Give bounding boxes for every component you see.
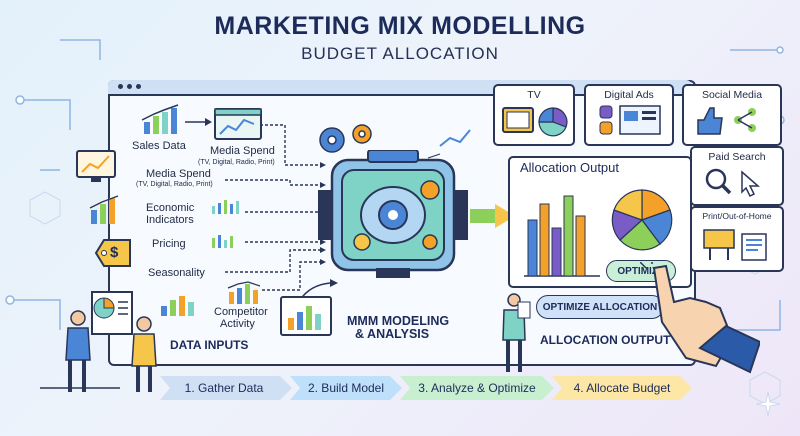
label-competitor: Competitor [214, 306, 268, 318]
pricing-mini-bars [212, 235, 233, 248]
label-media-spend-sub: (TV, Digital, Radio, Print) [136, 181, 213, 188]
bar-chart-icon [161, 296, 194, 316]
analysis-chart-icon [280, 296, 332, 336]
allocation-output-title: Allocation Output [520, 160, 620, 175]
channel-digital-ads-label: Digital Ads [604, 89, 654, 101]
search-icon [705, 168, 760, 198]
economic-mini-bars [212, 200, 239, 214]
page-title: MARKETING MIX MODELLING [214, 12, 586, 40]
price-symbol: $ [110, 244, 119, 261]
label-competitor-2: Activity [220, 318, 255, 330]
person-with-tablet [502, 293, 531, 372]
label-media-spend-top-sub: (TV, Digital, Radio, Print) [198, 159, 275, 166]
step-3-analyze-optimize: 3. Analyze & Optimize [418, 381, 536, 395]
channel-print-ooh-label: Print/Out-of-Home [702, 211, 772, 221]
channel-social-media-label: Social Media [701, 89, 763, 101]
channel-card-paid-search: Paid Search [690, 146, 784, 206]
window-dot [127, 84, 132, 89]
sparkle-icon [756, 392, 780, 416]
label-economic-indicators-2: Indicators [146, 214, 194, 226]
media-spend-monitor-icon [214, 108, 262, 140]
economic-bar-icon [89, 195, 119, 224]
channel-tv-label: TV [527, 89, 541, 101]
allocation-chart [524, 189, 673, 277]
label-economic-indicators: Economic [146, 202, 195, 214]
label-sales-data: Sales Data [132, 140, 186, 152]
step-2-build-model: 2. Build Model [307, 381, 385, 395]
mmm-model-machine [318, 150, 468, 278]
digital-ads-icon [599, 105, 661, 135]
window-dot [136, 84, 141, 89]
page-subtitle: BUDGET ALLOCATION [301, 44, 499, 63]
model-label-2: & ANALYSIS [355, 327, 430, 341]
steps-track [40, 376, 692, 400]
optimize-allocation-button[interactable]: OPTIMIZE ALLOCATION [536, 295, 664, 319]
channel-card-digital-ads: Digital Ads [584, 84, 674, 146]
step-1-gather-data: 1. Gather Data [184, 381, 264, 395]
social-media-icon [697, 107, 756, 135]
billboard-icon [703, 229, 767, 261]
sales-data-chart-icon [141, 104, 179, 134]
channel-card-tv: TV [493, 84, 575, 146]
gears-icon [319, 124, 471, 159]
window-dot [118, 84, 123, 89]
label-media-spend-top: Media Spend [210, 145, 275, 157]
channel-card-print-ooh: Print/Out-of-Home [690, 206, 784, 272]
monitor-line-chart-icon [76, 150, 116, 182]
pointing-hand [640, 262, 760, 374]
competitor-chart-icon [227, 281, 261, 304]
people-illustration [65, 291, 157, 392]
tv-icon [502, 107, 568, 137]
step-4-allocate-budget: 4. Allocate Budget [573, 381, 671, 395]
allocation-output-label: ALLOCATION OUTPUT [540, 333, 671, 347]
channel-card-social-media: Social Media [682, 84, 782, 146]
label-seasonality: Seasonality [148, 267, 205, 279]
label-pricing: Pricing [152, 238, 186, 250]
channel-paid-search-label: Paid Search [708, 151, 766, 163]
label-media-spend: Media Spend [146, 168, 211, 180]
data-inputs-label: DATA INPUTS [170, 338, 249, 352]
model-label: MMM MODELING [347, 314, 450, 328]
price-tag-icon [94, 239, 131, 267]
